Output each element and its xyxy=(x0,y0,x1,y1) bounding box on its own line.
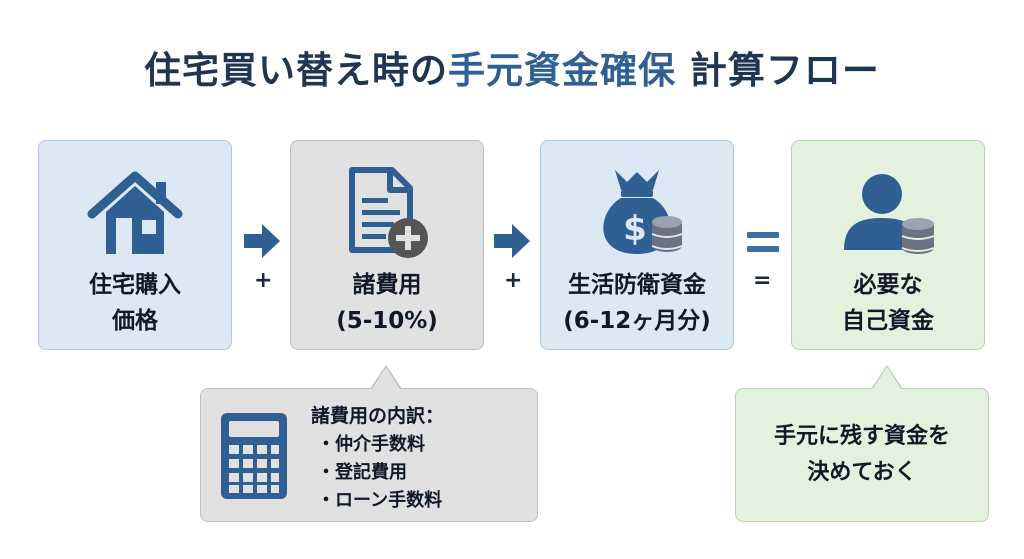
step-label-line1: 諸費用 xyxy=(352,272,422,298)
title-main: 住宅買い替え時の xyxy=(144,49,449,92)
step-label: 住宅購入 価格 xyxy=(39,267,231,339)
callout-tail-fill xyxy=(372,367,400,389)
step-label: 諸費用 (5-10%) xyxy=(291,267,483,339)
note-line1: 手元に残す資金を xyxy=(773,424,950,449)
plus-operator: + xyxy=(254,268,273,293)
breakdown-item: ・仲介手数料 xyxy=(317,434,425,455)
plus-operator: + xyxy=(504,268,523,293)
step-label-line1: 住宅購入 xyxy=(89,272,181,298)
step-required-funds: 必要な 自己資金 xyxy=(791,140,985,350)
arrow-right-icon xyxy=(244,224,280,262)
note-text: 手元に残す資金を 決めておく xyxy=(736,419,988,491)
calculator-icon xyxy=(221,413,287,503)
step-label-line1: 生活防衛資金 xyxy=(568,272,706,298)
title-tail: 計算フロー xyxy=(676,49,880,92)
step-house-price: 住宅購入 価格 xyxy=(38,140,232,350)
step-label: 必要な 自己資金 xyxy=(792,267,984,339)
step-emergency-fund: $ 生活防衛資金 (6-12ヶ月分) xyxy=(540,140,734,350)
note-callout: 手元に残す資金を 決めておく xyxy=(735,388,989,522)
equals-icon xyxy=(747,232,779,260)
svg-text:$: $ xyxy=(623,209,647,249)
step-label-line2: (6-12ヶ月分) xyxy=(563,308,711,334)
callout-tail-fill xyxy=(873,367,901,389)
page-title: 住宅買い替え時の手元資金確保 計算フロー xyxy=(0,40,1024,94)
money-bag-icon: $ xyxy=(541,159,733,269)
fees-breakdown-callout: 諸費用の内訳： ・仲介手数料 ・登記費用 ・ローン手数料 xyxy=(200,388,538,522)
breakdown-item: ・登記費用 xyxy=(317,462,407,483)
document-plus-icon xyxy=(291,159,483,269)
breakdown-item: ・ローン手数料 xyxy=(317,490,443,511)
step-label-line1: 必要な xyxy=(853,272,923,298)
breakdown-list: ・仲介手数料 ・登記費用 ・ローン手数料 xyxy=(317,431,442,515)
house-icon xyxy=(39,159,231,269)
step-label-line2: 自己資金 xyxy=(842,308,934,334)
equals-operator: = xyxy=(753,268,772,293)
person-coins-icon xyxy=(792,159,984,269)
arrow-right-icon xyxy=(494,224,530,262)
step-label: 生活防衛資金 (6-12ヶ月分) xyxy=(541,267,733,339)
breakdown-title: 諸費用の内訳： xyxy=(311,405,445,427)
step-label-line2: (5-10%) xyxy=(336,308,438,334)
step-fees: 諸費用 (5-10%) xyxy=(290,140,484,350)
step-label-line2: 価格 xyxy=(112,308,158,334)
title-accent: 手元資金確保 xyxy=(448,49,677,92)
note-line2: 決めておく xyxy=(807,460,917,485)
